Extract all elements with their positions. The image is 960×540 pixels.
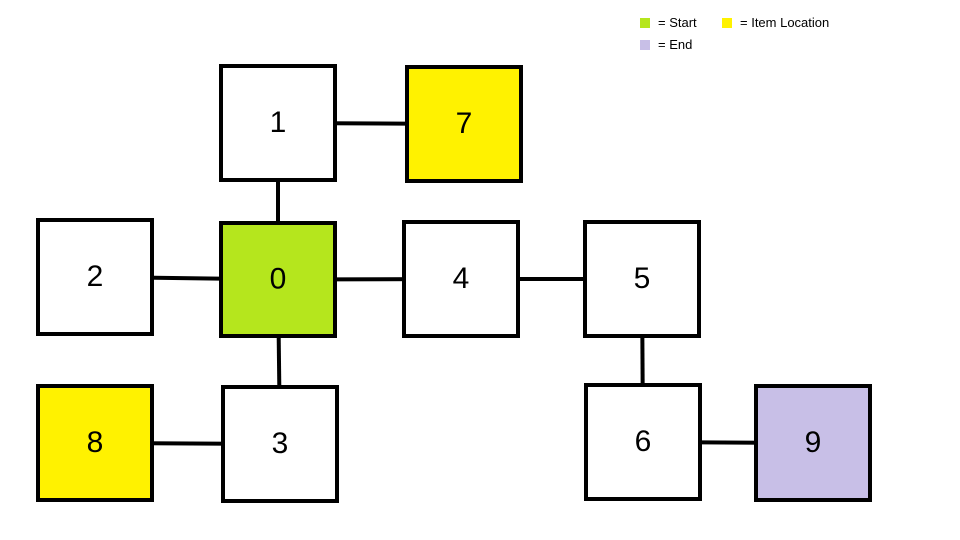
room-3: 3 xyxy=(221,385,339,503)
legend-start-label: = Start xyxy=(658,15,697,30)
legend-start: = Start xyxy=(640,15,697,30)
room-9-box xyxy=(754,384,872,502)
legend: = Start = Item Location = End xyxy=(0,0,960,60)
room-1-label: 1 xyxy=(270,106,287,139)
legend-end-swatch xyxy=(640,39,650,50)
room-6-label: 6 xyxy=(635,425,652,458)
room-8-label: 8 xyxy=(87,426,104,459)
room-2-label: 2 xyxy=(87,260,104,293)
legend-start-swatch xyxy=(640,17,650,28)
room-0-label: 0 xyxy=(270,262,287,295)
room-nodes: 0 1 2 3 4 5 6 7 8 9 xyxy=(36,64,872,503)
room-4-box xyxy=(402,220,520,338)
legend-item-location: = Item Location xyxy=(722,15,829,30)
room-5-box xyxy=(583,220,701,338)
room-7-box xyxy=(405,65,523,183)
room-1-box xyxy=(219,64,337,182)
room-6: 6 xyxy=(584,383,702,501)
room-0-box xyxy=(219,221,337,338)
room-5-label: 5 xyxy=(634,262,651,295)
room-0: 0 xyxy=(219,221,337,338)
room-2: 2 xyxy=(36,218,154,336)
room-3-box xyxy=(221,385,339,503)
room-7: 7 xyxy=(405,65,523,183)
room-3-label: 3 xyxy=(272,427,289,460)
room-9-label: 9 xyxy=(805,426,822,459)
room-7-label: 7 xyxy=(456,107,473,140)
room-5: 5 xyxy=(583,220,701,338)
legend-item-swatch xyxy=(722,17,732,28)
room-4: 4 xyxy=(402,220,520,338)
room-8: 8 xyxy=(36,384,154,502)
legend-item-label: = Item Location xyxy=(740,15,830,30)
room-1: 1 xyxy=(219,64,337,182)
room-6-box xyxy=(584,383,702,501)
room-9: 9 xyxy=(754,384,872,502)
legend-end-label: = End xyxy=(658,37,693,52)
room-8-box xyxy=(36,384,154,502)
room-4-label: 4 xyxy=(453,262,470,295)
legend-end: = End xyxy=(640,37,692,52)
room-2-box xyxy=(36,218,154,336)
